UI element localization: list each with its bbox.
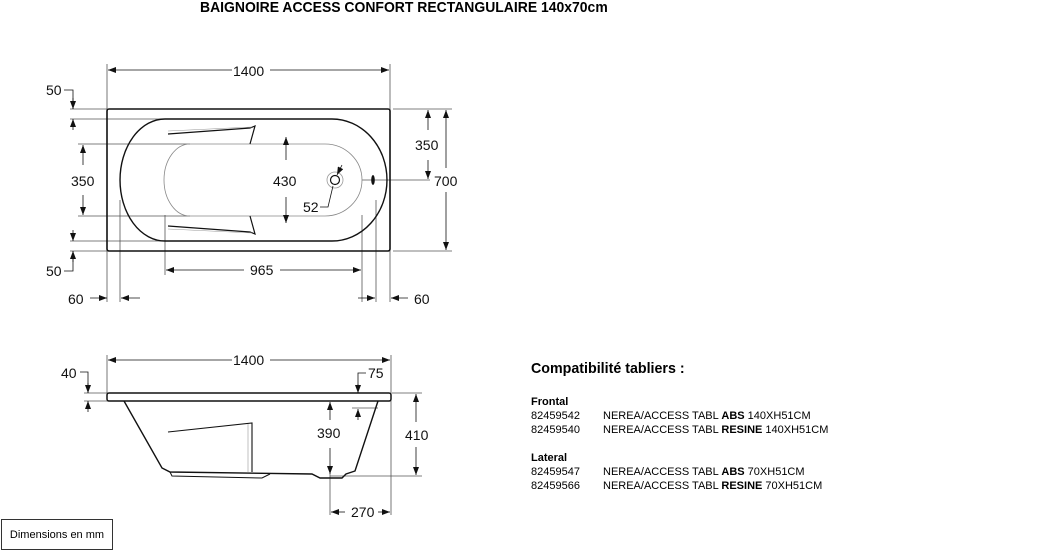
units-label: Dimensions en mm [1, 519, 113, 550]
dim-left-350: 350 [71, 173, 95, 189]
product-desc: NEREA/ACCESS TABL RESINE 140XH51CM [603, 423, 828, 437]
desc-suffix: 140XH51CM [762, 424, 829, 436]
product-ref: 82459542 [531, 410, 580, 422]
product-desc: NEREA/ACCESS TABL ABS 140XH51CM [603, 409, 811, 423]
dim-offset-right: 60 [414, 291, 430, 307]
dim-rim-top: 50 [46, 82, 62, 98]
dim-length-plan: 1400 [233, 63, 264, 79]
compatibility-title: Compatibilité tabliers : [531, 360, 685, 377]
product-desc: NEREA/ACCESS TABL RESINE 70XH51CM [603, 479, 822, 493]
desc-suffix: 70XH51CM [762, 480, 823, 492]
desc-material: ABS [721, 466, 745, 478]
desc-material: RESINE [721, 480, 763, 492]
dim-depth: 390 [317, 425, 341, 441]
compatibility-panel: Compatibilité tabliers : Frontal 8245954… [531, 360, 828, 507]
dim-length-side: 1400 [233, 352, 264, 368]
list-item: 82459547 NEREA/ACCESS TABL ABS 70XH51CM [531, 465, 828, 479]
group-title: Lateral [531, 452, 568, 464]
list-item: 82459566 NEREA/ACCESS TABL RESINE 70XH51… [531, 479, 828, 493]
drain-icon [326, 171, 344, 189]
plan-view: 1400 50 350 50 430 52 965 60 60 350 700 [46, 63, 458, 307]
desc-prefix: NEREA/ACCESS TABL [603, 424, 722, 436]
product-ref: 82459540 [531, 424, 580, 436]
desc-prefix: NEREA/ACCESS TABL [603, 480, 722, 492]
desc-suffix: 70XH51CM [744, 466, 805, 478]
dim-rim-bottom: 50 [46, 263, 62, 279]
dim-offset-left: 60 [68, 291, 84, 307]
dim-width: 700 [434, 173, 458, 189]
group-title: Frontal [531, 396, 569, 408]
dim-overflow-offset: 75 [368, 365, 384, 381]
dim-inner-length: 965 [250, 262, 274, 278]
page-title: BAIGNOIRE ACCESS CONFORT RECTANGULAIRE 1… [200, 0, 608, 16]
dim-drain-position: 270 [351, 504, 375, 520]
group-frontal: Frontal 82459542 NEREA/ACCESS TABL ABS 1… [531, 395, 828, 437]
dim-drain-diameter: 52 [303, 199, 319, 215]
desc-prefix: NEREA/ACCESS TABL [603, 466, 722, 478]
desc-material: ABS [721, 410, 745, 422]
product-ref: 82459566 [531, 480, 580, 492]
dim-right-350: 350 [415, 137, 439, 153]
dim-height: 410 [405, 427, 429, 443]
list-item: 82459540 NEREA/ACCESS TABL RESINE 140XH5… [531, 423, 828, 437]
product-desc: NEREA/ACCESS TABL ABS 70XH51CM [603, 465, 805, 479]
side-view: 1400 40 75 390 410 270 [61, 352, 429, 520]
desc-prefix: NEREA/ACCESS TABL [603, 410, 722, 422]
desc-material: RESINE [721, 424, 763, 436]
desc-suffix: 140XH51CM [744, 410, 811, 422]
product-ref: 82459547 [531, 466, 580, 478]
dim-inner-width: 430 [273, 173, 297, 189]
group-lateral: Lateral 82459547 NEREA/ACCESS TABL ABS 7… [531, 451, 828, 493]
dim-rim-thickness: 40 [61, 365, 77, 381]
list-item: 82459542 NEREA/ACCESS TABL ABS 140XH51CM [531, 409, 828, 423]
